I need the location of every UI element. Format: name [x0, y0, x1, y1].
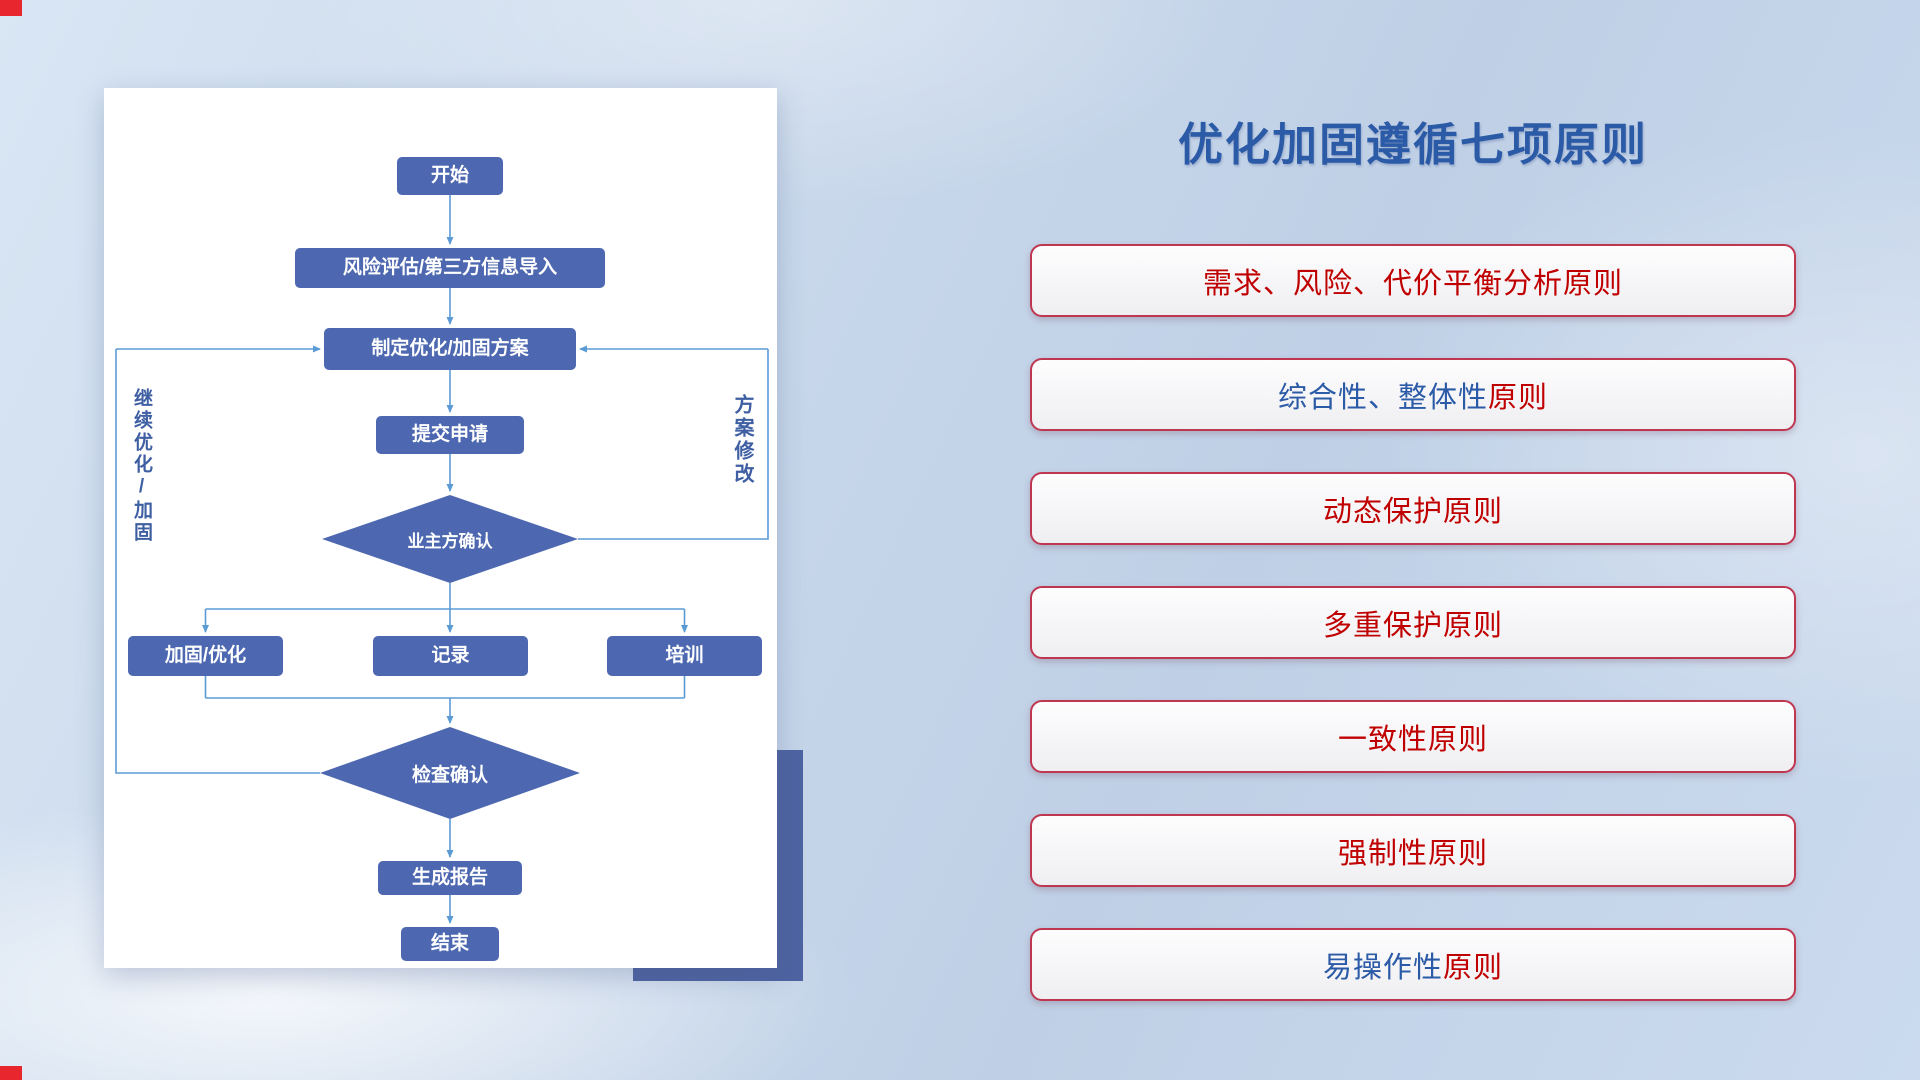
- flow-node-harden-optimize: 加固/优化: [128, 636, 283, 676]
- principle-text: 强制性原则: [1338, 830, 1488, 872]
- principle-text-primary: 需求、风险、代价平衡分析原则: [1202, 267, 1623, 300]
- principle-box-7: 易操作性原则: [1030, 928, 1796, 1001]
- flowchart-panel: 开始 风险评估/第三方信息导入 制定优化/加固方案 提交申请 业主方确认 加固/…: [104, 88, 777, 968]
- principles-list: 需求、风险、代价平衡分析原则 综合性、整体性原则 动态保护原则 多重保护原则 一…: [1030, 244, 1796, 1042]
- principle-text: 需求、风险、代价平衡分析原则: [1203, 260, 1623, 302]
- principle-text-accent: 原则: [1488, 381, 1549, 414]
- principle-text-accent: 原则: [1443, 951, 1504, 984]
- principle-box-2: 综合性、整体性原则: [1030, 358, 1796, 431]
- corner-marker-bottom-left: [0, 1066, 22, 1080]
- flowchart-connectors: [115, 195, 769, 924]
- flow-node-start: 开始: [397, 157, 503, 195]
- principle-text-primary: 一致性原则: [1337, 723, 1488, 756]
- principle-text-primary: 综合性、整体性: [1277, 381, 1488, 414]
- corner-marker-top-left: [0, 0, 22, 16]
- principle-text: 易操作性原则: [1323, 944, 1503, 986]
- principle-text-primary: 易操作性: [1322, 951, 1443, 984]
- flow-node-risk-import: 风险评估/第三方信息导入: [295, 248, 605, 288]
- principle-box-3: 动态保护原则: [1030, 472, 1796, 545]
- principle-text: 一致性原则: [1338, 716, 1488, 758]
- flow-node-end: 结束: [401, 927, 499, 961]
- principle-box-6: 强制性原则: [1030, 814, 1796, 887]
- principle-box-4: 多重保护原则: [1030, 586, 1796, 659]
- flow-node-training: 培训: [607, 636, 762, 676]
- loop-label-plan-modify: 方案修改: [731, 394, 753, 486]
- principle-text: 综合性、整体性原则: [1278, 374, 1548, 416]
- flow-node-submit: 提交申请: [376, 416, 524, 454]
- principle-text-primary: 动态保护原则: [1322, 495, 1503, 528]
- principle-text-primary: 多重保护原则: [1322, 609, 1503, 642]
- flow-node-make-plan: 制定优化/加固方案: [324, 328, 576, 370]
- principle-text: 多重保护原则: [1323, 602, 1503, 644]
- principle-text-primary: 强制性原则: [1337, 837, 1488, 870]
- principle-box-1: 需求、风险、代价平衡分析原则: [1030, 244, 1796, 317]
- loop-label-continue-optimize: 继续优化/加固: [131, 388, 152, 544]
- flow-node-record: 记录: [373, 636, 528, 676]
- principle-box-5: 一致性原则: [1030, 700, 1796, 773]
- page-title: 优化加固遵循七项原则: [1177, 119, 1648, 170]
- principle-text: 动态保护原则: [1323, 488, 1503, 530]
- flow-node-generate-report: 生成报告: [378, 861, 522, 895]
